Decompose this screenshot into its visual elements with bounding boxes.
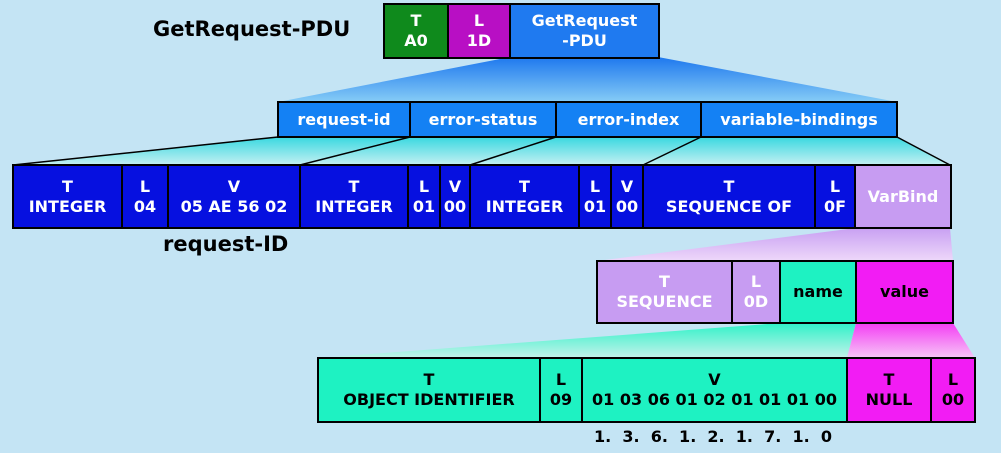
pdu-label: GetRequest-PDU xyxy=(153,17,351,41)
field-variable-bindings: variable-bindings xyxy=(702,103,896,136)
oid-tag-cell: T OBJECT IDENTIFIER xyxy=(319,359,539,421)
request-id-tag-cell: T INTEGER xyxy=(14,166,121,227)
name-expansion-funnel xyxy=(318,323,856,358)
field-error-status: error-status xyxy=(411,103,555,136)
error-index-tag-cell: T INTEGER xyxy=(471,166,578,227)
error-status-tag-cell: T INTEGER xyxy=(301,166,407,227)
error-index-length-cell: L 01 xyxy=(580,166,610,227)
bindings-length-cell: L 0F xyxy=(816,166,854,227)
varbind-value-cell: value xyxy=(857,262,952,322)
null-tag-cell: T NULL xyxy=(848,359,930,421)
null-length-cell: L 00 xyxy=(932,359,974,421)
oid-length-cell: L 09 xyxy=(541,359,581,421)
pdu-expansion-funnel xyxy=(278,57,897,102)
varbind-cell: VarBind xyxy=(856,166,950,227)
varbind-length-cell: L 0D xyxy=(733,262,779,322)
varbind-expansion-funnel xyxy=(597,228,953,261)
varbind-sequence-tag-cell: T SEQUENCE xyxy=(598,262,731,322)
fields-expansion-funnel xyxy=(13,137,950,165)
request-id-length-cell: L 04 xyxy=(123,166,167,227)
pdu-value-cell: GetRequest -PDU xyxy=(511,5,658,57)
field-error-index: error-index xyxy=(557,103,700,136)
field-request-id: request-id xyxy=(279,103,409,136)
oid-value-cell: V 01 03 06 01 02 01 01 01 00 xyxy=(583,359,846,421)
pdu-length-cell: L 1D xyxy=(449,5,509,57)
request-id-value-cell: V 05 AE 56 02 xyxy=(169,166,299,227)
request-id-caption: request-ID xyxy=(163,232,289,256)
pdu-tag-cell: T A0 xyxy=(385,5,447,57)
value-expansion-funnel xyxy=(847,323,975,358)
error-status-length-cell: L 01 xyxy=(409,166,439,227)
oid-decoded-caption: 1. 3. 6. 1. 2. 1. 7. 1. 0 xyxy=(594,427,832,446)
error-index-value-cell: V 00 xyxy=(612,166,642,227)
bindings-tag-cell: T SEQUENCE OF xyxy=(644,166,814,227)
error-status-value-cell: V 00 xyxy=(441,166,469,227)
varbind-name-cell: name xyxy=(781,262,855,322)
